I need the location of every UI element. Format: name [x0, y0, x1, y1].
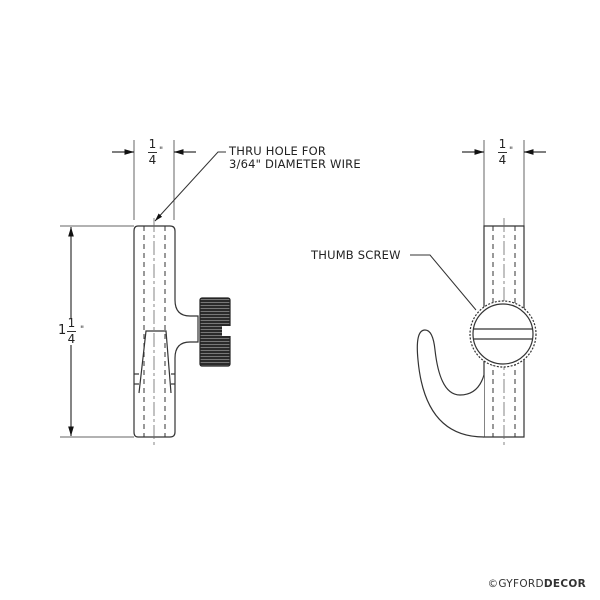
- brand-logo: ©GYFORDDECOR: [488, 578, 586, 590]
- right-width-dimension: 1 4: [498, 138, 507, 166]
- numerator: 1: [67, 316, 76, 330]
- height-whole: 1: [58, 323, 67, 338]
- unit-inch: ": [80, 325, 85, 335]
- height-dimension: 1 4: [67, 317, 76, 345]
- thru-hole-callout: THRU HOLE FOR 3/64" DIAMETER WIRE: [229, 145, 361, 171]
- right-view: [410, 140, 546, 445]
- fraction-bar: [67, 331, 76, 332]
- unit-inch: ": [509, 146, 514, 156]
- brand-bold: DECOR: [543, 578, 586, 590]
- callout-line-2: 3/64" DIAMETER WIRE: [229, 157, 361, 171]
- callout-line-1: THRU HOLE FOR: [229, 144, 327, 158]
- fraction-bar: [498, 152, 507, 153]
- left-width-dimension: 1 4: [148, 138, 157, 166]
- thumb-screw-callout: THUMB SCREW: [311, 248, 401, 262]
- denominator: 4: [148, 153, 157, 167]
- numerator: 1: [148, 137, 157, 151]
- numerator: 1: [498, 137, 507, 151]
- denominator: 4: [67, 332, 76, 346]
- unit-inch: ": [159, 146, 164, 156]
- fraction-bar: [148, 152, 157, 153]
- denominator: 4: [498, 153, 507, 167]
- left-view: [60, 140, 231, 445]
- brand-prefix: ©GYFORD: [487, 578, 544, 590]
